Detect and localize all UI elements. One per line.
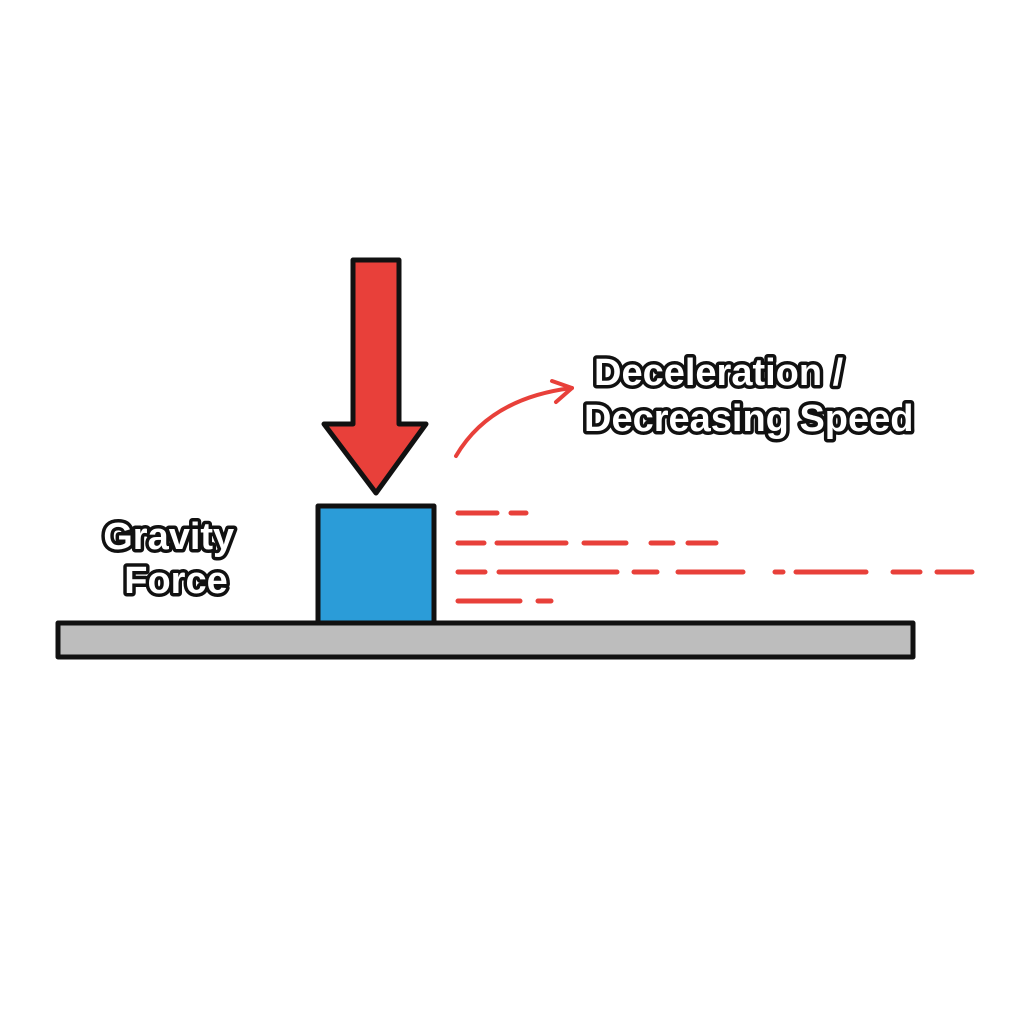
ground-surface xyxy=(55,620,916,660)
gravity-arrow-icon xyxy=(321,257,429,496)
gravity-label-line-2: Force xyxy=(124,560,227,602)
deceleration-label-line-2: Decreasing Speed xyxy=(584,398,913,440)
block-object xyxy=(315,503,437,626)
gravity-label-line-1: Gravity xyxy=(103,516,234,558)
motion-lines xyxy=(455,510,975,604)
curved-arrow-icon xyxy=(454,379,574,458)
deceleration-label: Deceleration / Decreasing Speed xyxy=(584,352,913,440)
deceleration-label-line-1: Deceleration / xyxy=(594,352,844,394)
gravity-force-label: Gravity Force xyxy=(103,516,245,602)
